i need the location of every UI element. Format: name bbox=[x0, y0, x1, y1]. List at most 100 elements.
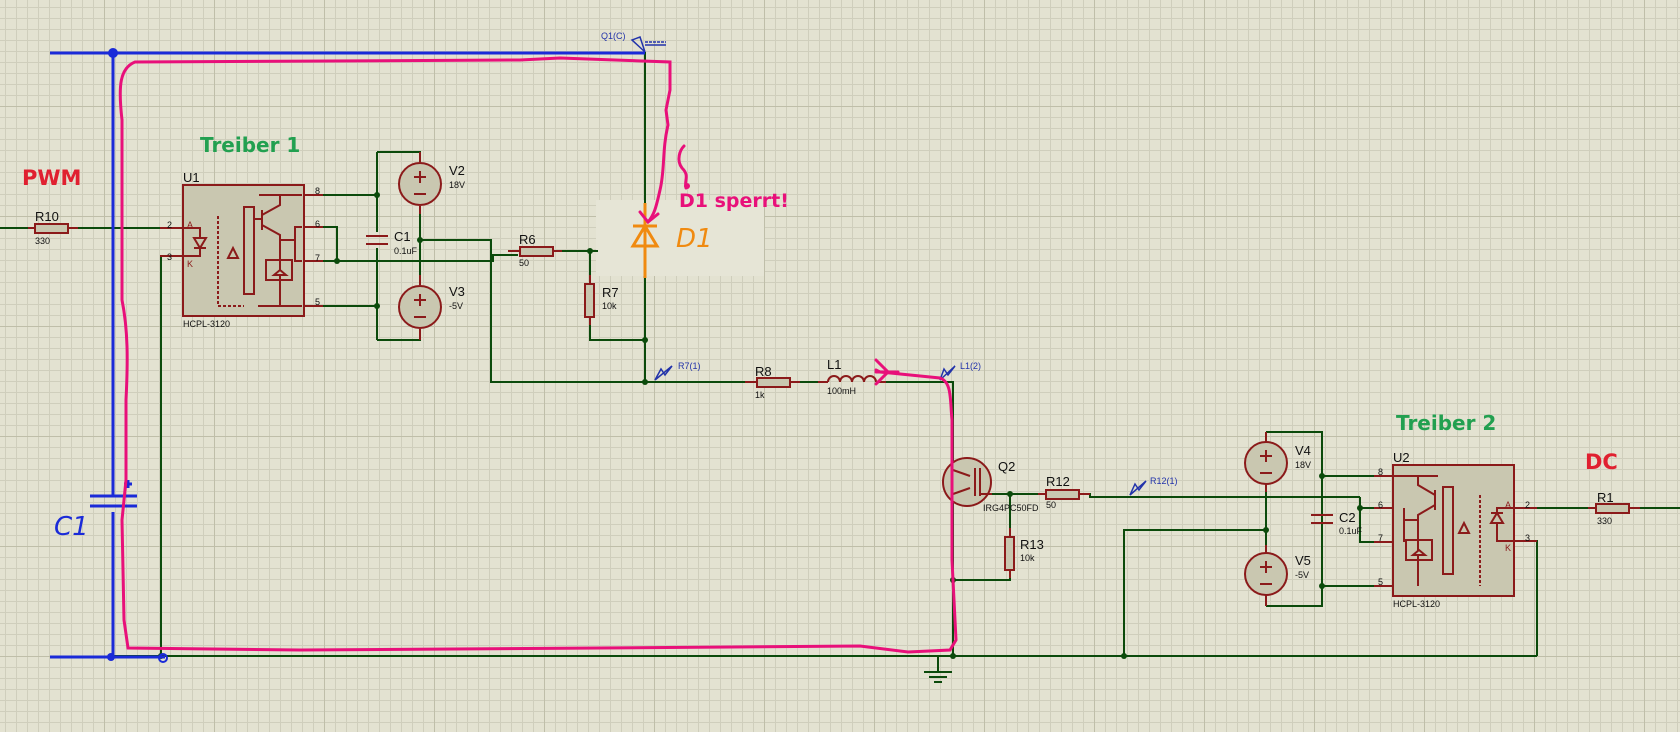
d1-handwritten-label: D1 bbox=[676, 224, 713, 254]
wire bbox=[1123, 529, 1266, 656]
blue-junction bbox=[108, 48, 118, 58]
c1-handwritten-label: C1 bbox=[54, 512, 89, 542]
probe-q1c-label: Q1(C) bbox=[601, 31, 626, 41]
capacitor-c1[interactable] bbox=[366, 235, 388, 245]
u1-pin-k: K bbox=[187, 259, 194, 269]
wire bbox=[876, 381, 954, 465]
r12-ref: R12 bbox=[1046, 474, 1070, 489]
r8-value: 1k bbox=[755, 390, 765, 400]
ground-icon bbox=[924, 671, 952, 683]
c2-ref: C2 bbox=[1339, 510, 1356, 525]
wire bbox=[1078, 493, 1360, 498]
igbt-q2[interactable] bbox=[942, 457, 992, 507]
probe-l1-label: L1(2) bbox=[960, 361, 982, 371]
probe-r12-label: R12(1) bbox=[1150, 476, 1178, 486]
diode-d1[interactable] bbox=[630, 203, 660, 278]
optocoupler-u1[interactable] bbox=[160, 184, 323, 317]
v5-value: -5V bbox=[1295, 570, 1310, 580]
v3-ref: V3 bbox=[449, 284, 465, 299]
capacitor-c2[interactable] bbox=[1311, 514, 1333, 524]
u1-pin7: 7 bbox=[315, 253, 321, 263]
r8-ref: R8 bbox=[755, 364, 772, 379]
u2-part: HCPL-3120 bbox=[1393, 599, 1441, 609]
u1-ref: U1 bbox=[183, 170, 200, 185]
voltage-probe-r12[interactable] bbox=[1129, 480, 1147, 496]
voltage-source-v3[interactable] bbox=[398, 275, 442, 340]
l1-value: 100mH bbox=[827, 386, 857, 396]
resistor-r12[interactable] bbox=[1038, 489, 1090, 500]
v2-value: 18V bbox=[449, 180, 466, 190]
inductor-l1[interactable] bbox=[818, 375, 886, 383]
v4-ref: V4 bbox=[1295, 443, 1311, 458]
wire bbox=[160, 255, 185, 656]
d1-sperrt-note: D1 sperrt! bbox=[679, 190, 789, 212]
u1-pin6: 6 bbox=[315, 219, 321, 229]
r6-value: 50 bbox=[519, 258, 530, 268]
wire bbox=[420, 239, 645, 383]
u1-pin5: 5 bbox=[315, 297, 321, 307]
d1-highlight-area bbox=[596, 200, 764, 276]
wire bbox=[1266, 431, 1323, 607]
probe-r7-label: R7(1) bbox=[678, 361, 701, 371]
v5-ref: V5 bbox=[1295, 553, 1311, 568]
treiber2-label: Treiber 2 bbox=[1396, 411, 1497, 435]
u1-pin3: 3 bbox=[167, 252, 173, 262]
pink-dot bbox=[684, 183, 690, 189]
u1-pin2: 2 bbox=[167, 220, 173, 230]
u2-pin-k: K bbox=[1505, 543, 1512, 553]
voltage-probe-q1c[interactable] bbox=[630, 36, 666, 53]
blue-junction bbox=[158, 653, 168, 663]
blue-annotation-loop bbox=[50, 51, 645, 659]
r13-ref: R13 bbox=[1020, 537, 1044, 552]
r13-value: 10k bbox=[1020, 553, 1035, 563]
resistor-r7[interactable] bbox=[584, 275, 595, 325]
polarity-marks bbox=[414, 171, 1272, 585]
r7-ref: R7 bbox=[602, 285, 619, 300]
u2-pin3: 3 bbox=[1525, 533, 1531, 543]
u1-part: HCPL-3120 bbox=[183, 319, 231, 329]
wire bbox=[377, 151, 421, 162]
voltage-source-v2[interactable] bbox=[398, 152, 442, 214]
r1-ref: R1 bbox=[1597, 490, 1614, 505]
voltage-probe-l1[interactable] bbox=[939, 365, 956, 381]
c1-value: 0.1uF bbox=[394, 246, 418, 256]
r10-value: 330 bbox=[35, 236, 51, 246]
r12-value: 50 bbox=[1046, 500, 1057, 510]
resistor-r6[interactable] bbox=[508, 246, 562, 257]
wire bbox=[337, 254, 518, 262]
wire bbox=[377, 330, 421, 341]
v4-value: 18V bbox=[1295, 460, 1312, 470]
q2-part: IRG4PC50FD bbox=[983, 503, 1039, 513]
v3-value: -5V bbox=[449, 301, 464, 311]
l1-ref: L1 bbox=[827, 357, 842, 372]
resistor-r1[interactable] bbox=[1588, 503, 1640, 514]
v2-ref: V2 bbox=[449, 163, 465, 178]
c1-ref: C1 bbox=[394, 229, 411, 244]
u2-pin5: 5 bbox=[1378, 577, 1384, 587]
wire bbox=[589, 320, 645, 341]
u1-pin-a: A bbox=[187, 220, 194, 230]
resistor-r10[interactable] bbox=[28, 223, 78, 234]
resistor-r13[interactable] bbox=[1004, 528, 1015, 578]
u2-pin8: 8 bbox=[1378, 467, 1384, 477]
dc-label: DC bbox=[1585, 450, 1618, 474]
voltage-probe-r7[interactable] bbox=[654, 365, 673, 381]
blue-junction bbox=[107, 653, 115, 661]
optocoupler-u2[interactable] bbox=[1374, 464, 1537, 597]
u2-pin-a: A bbox=[1505, 500, 1512, 510]
pwm-label: PWM bbox=[22, 166, 82, 190]
voltage-source-v4[interactable] bbox=[1244, 432, 1288, 492]
treiber1-label: Treiber 1 bbox=[200, 133, 301, 157]
u2-pin6: 6 bbox=[1378, 500, 1384, 510]
u2-pin2: 2 bbox=[1525, 500, 1531, 510]
r10-ref: R10 bbox=[35, 209, 59, 224]
r1-value: 330 bbox=[1597, 516, 1613, 526]
u1-pin8: 8 bbox=[315, 186, 321, 196]
resistor-r8[interactable] bbox=[745, 377, 800, 388]
r6-ref: R6 bbox=[519, 232, 536, 247]
voltage-source-v5[interactable] bbox=[1244, 545, 1288, 606]
r7-value: 10k bbox=[602, 301, 617, 311]
wire bbox=[1359, 497, 1393, 543]
